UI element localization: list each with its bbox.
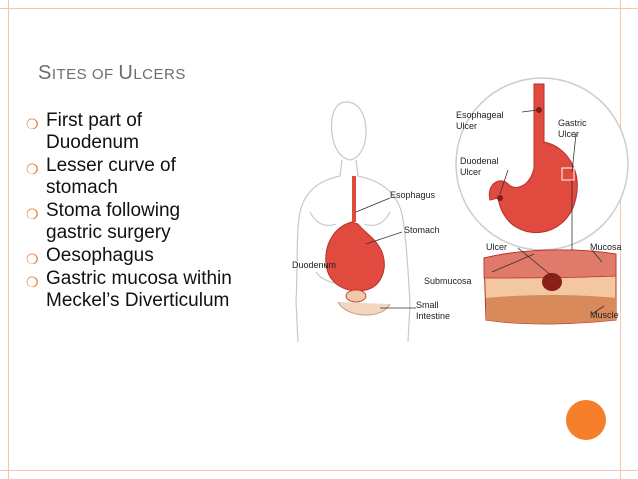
bullet-text-line1: Gastric mucosa within [46, 268, 232, 289]
tissue-cross-section [483, 249, 617, 325]
label-small-intestine-line1: Small [416, 300, 439, 310]
bullet-text-line1: Stoma following [46, 200, 181, 221]
leader-lines [323, 109, 605, 315]
bullet-circle-icon: ❍ [26, 251, 39, 267]
bullet-text-line2: gastric surgery [46, 222, 171, 243]
label-small-intestine-line2: Intestine [416, 311, 450, 321]
slide-title: SITES OF ULCERS [38, 62, 186, 85]
bullet-text-line2: Meckel’s Diverticulum [46, 290, 230, 311]
label-ulcer: Ulcer [486, 242, 507, 252]
ulcer-sites-illustration: Esophageal Ulcer Gastric Ulcer Duodenal … [292, 77, 629, 342]
frame-bottom-line [0, 470, 638, 471]
frame-left-line [8, 0, 9, 479]
bullet-text-line2: stomach [46, 177, 118, 198]
label-esophagus: Esophagus [390, 190, 436, 200]
title-rest-1: ITES OF [51, 66, 119, 83]
zoom-circle [455, 77, 629, 251]
bullet-item: ❍ Oesophagus [26, 245, 296, 267]
figure-labels: Esophageal Ulcer Gastric Ulcer Duodenal … [292, 110, 622, 321]
bullet-text-line2: Duodenum [46, 132, 139, 153]
label-duodenal-ulcer-line2: Ulcer [460, 167, 481, 177]
frame-top-line [0, 8, 638, 9]
label-duodenal-ulcer-line1: Duodenal [460, 156, 499, 166]
decorative-orange-circle [566, 400, 606, 440]
bullet-circle-icon: ❍ [26, 161, 39, 177]
bullet-circle-icon: ❍ [26, 206, 39, 222]
title-cap-2: U [118, 62, 134, 84]
stomach-organ [325, 176, 391, 316]
bullet-circle-icon: ❍ [26, 274, 39, 290]
frame-right-line [620, 0, 621, 479]
label-gastric-ulcer-line1: Gastric [558, 118, 587, 128]
label-mucosa: Mucosa [590, 242, 622, 252]
bullet-text-line1: Oesophagus [46, 245, 154, 266]
label-duodenum: Duodenum [292, 260, 336, 270]
label-esophageal-ulcer-line2: Ulcer [456, 121, 477, 131]
label-stomach: Stomach [404, 225, 440, 235]
title-cap-1: S [38, 62, 52, 84]
label-esophageal-ulcer-line1: Esophageal [456, 110, 504, 120]
bullet-text-line1: Lesser curve of [46, 155, 176, 176]
bullet-circle-icon: ❍ [26, 116, 39, 132]
label-gastric-ulcer-line2: Ulcer [558, 129, 579, 139]
bullet-text-line1: First part of [46, 110, 143, 131]
label-muscle: Muscle [590, 310, 619, 320]
title-rest-2: LCERS [133, 66, 186, 83]
label-submucosa: Submucosa [424, 276, 472, 286]
